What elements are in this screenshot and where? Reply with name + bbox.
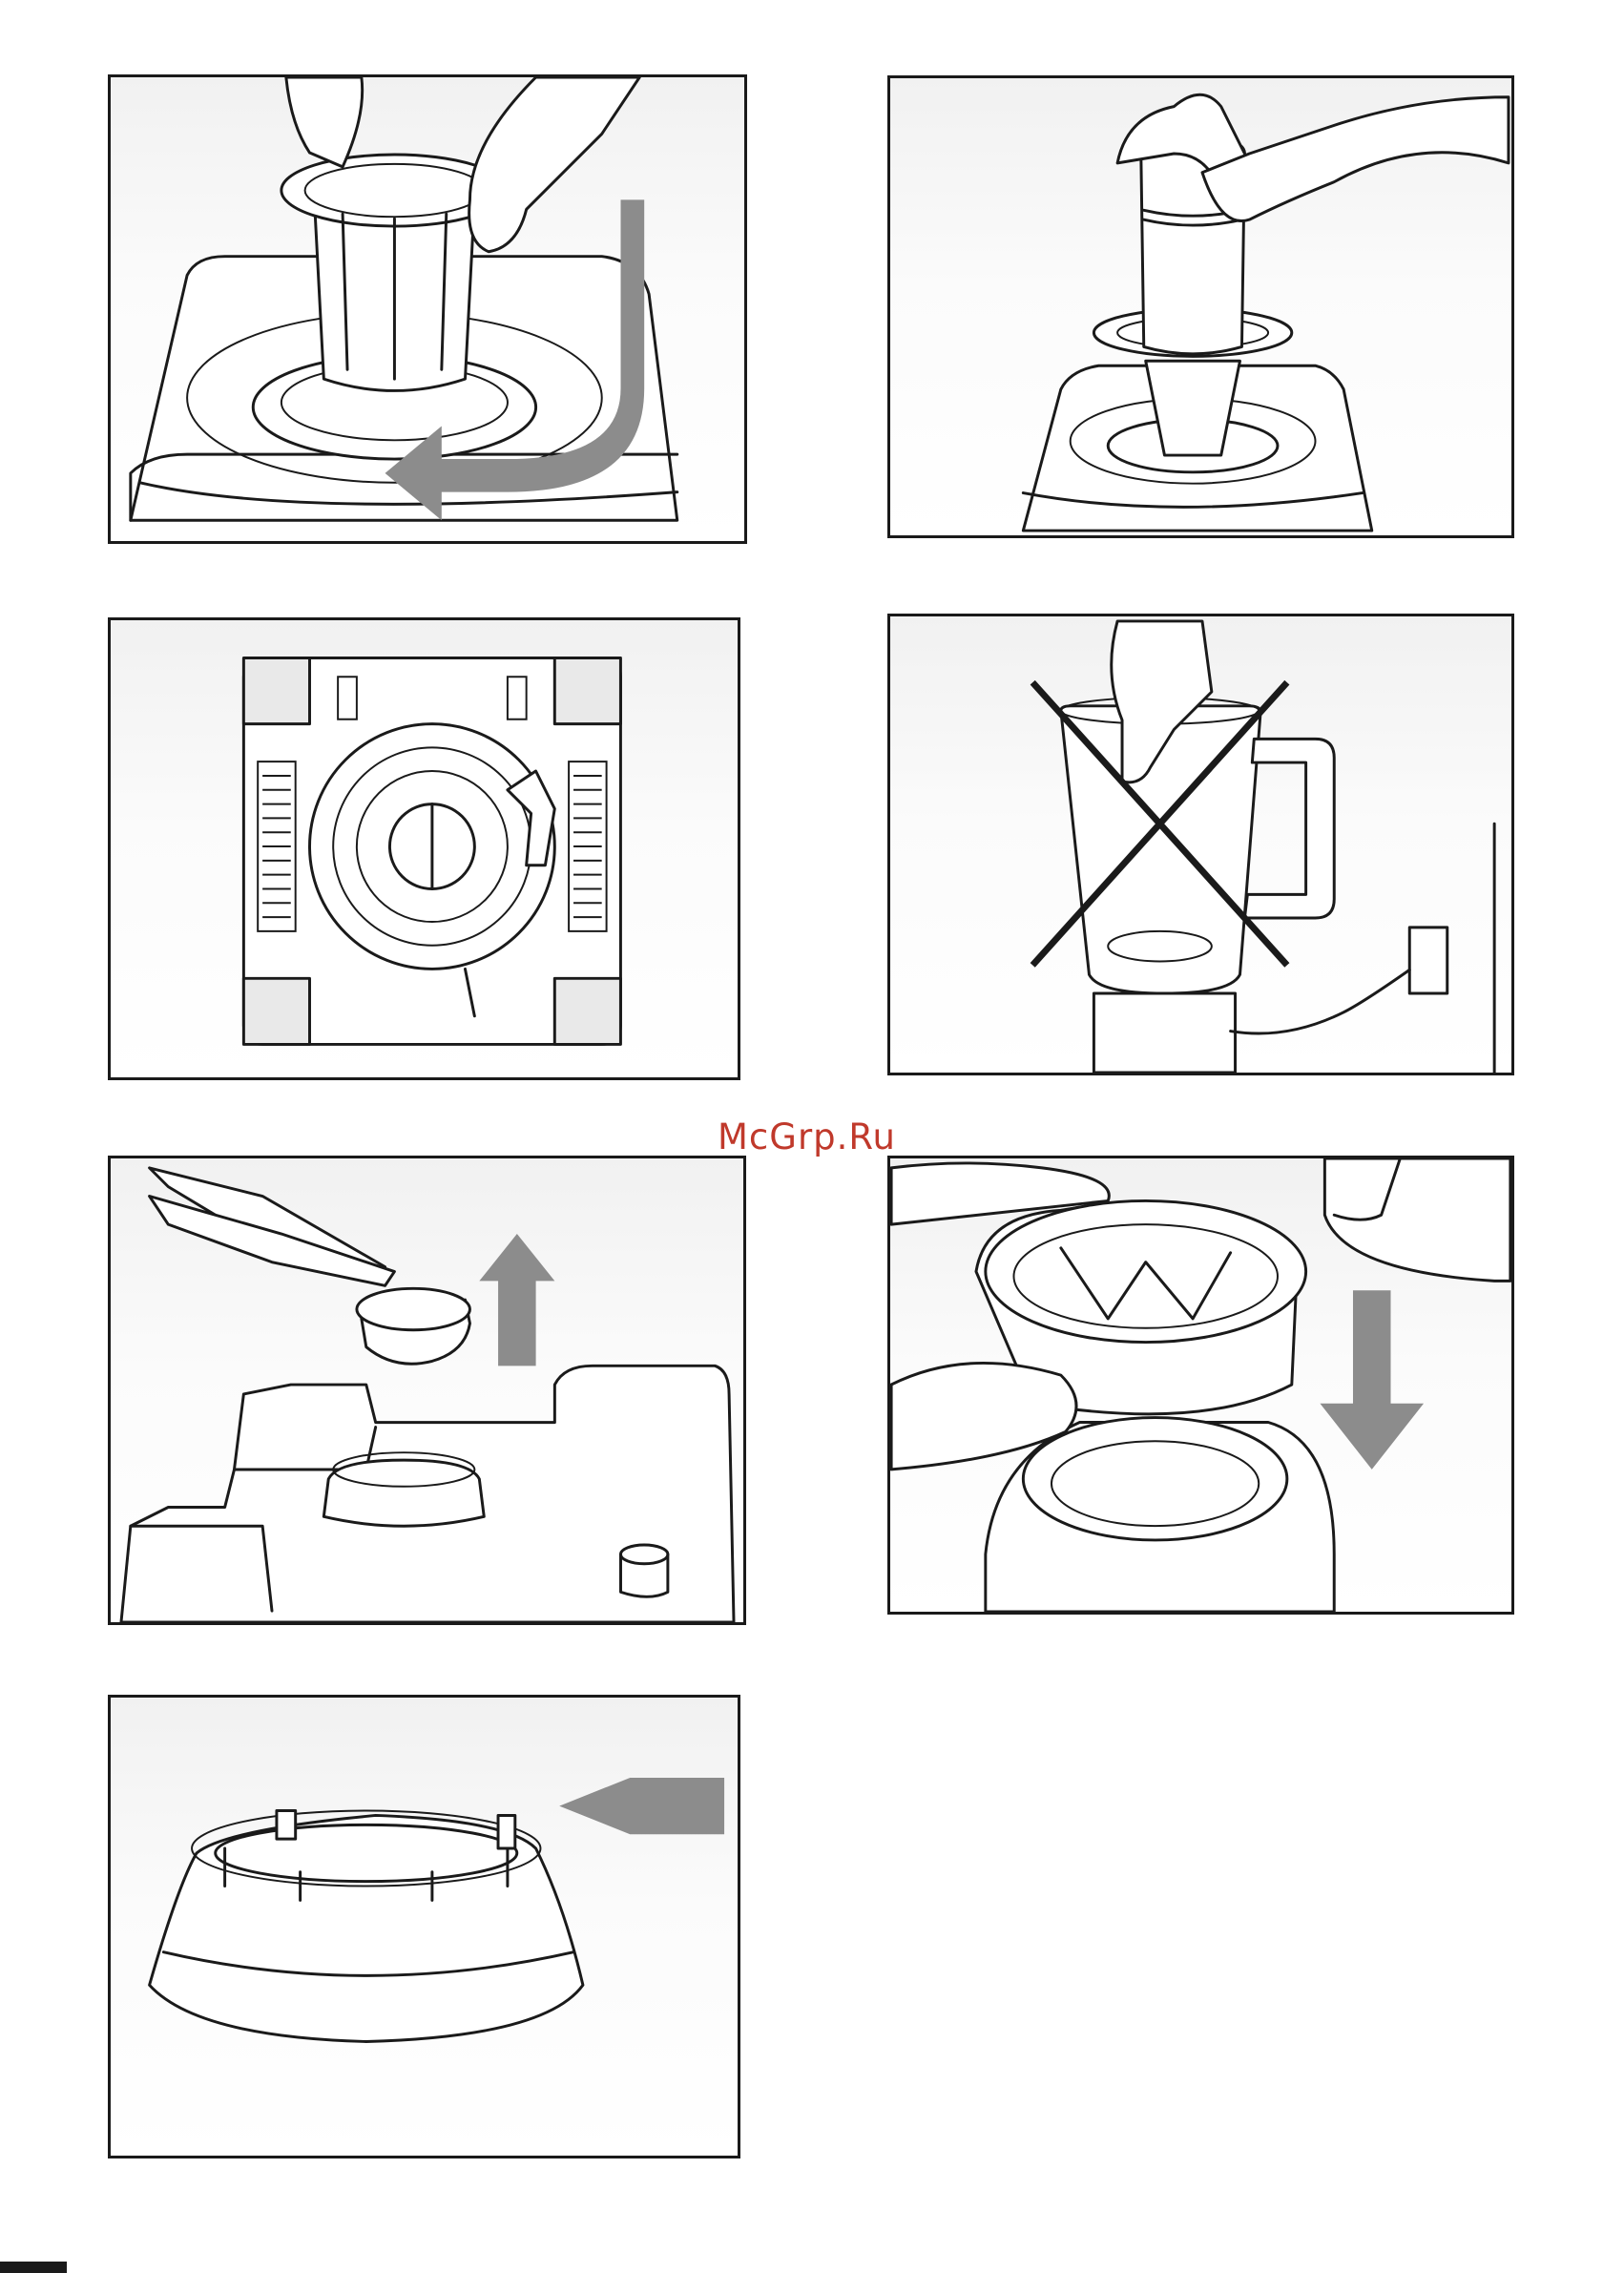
insert-blade-assembly-icon [890,1158,1511,1612]
illustration-panel-6 [887,1156,1514,1615]
illustration-panel-2 [887,75,1514,538]
remove-drive-coupling-pliers-icon [111,1158,743,1622]
illustration-panel-5 [108,1156,746,1625]
illustration-panel-4 [887,614,1514,1075]
motor-base-underside-icon [111,620,738,1077]
illustration-panel-7 [108,1695,740,2158]
tamper-in-jar-base-icon [890,78,1511,535]
no-hands-in-jar-while-plugged-icon [890,616,1511,1073]
insert-seal-ring-arrow-icon [111,77,744,541]
illustration-panel-3 [108,617,740,1080]
page-edge-mark [0,2262,67,2273]
blade-unit-locking-pin-icon [111,1698,738,2156]
illustration-panel-1 [108,74,747,544]
watermark-text: McGrp.Ru [718,1116,896,1157]
